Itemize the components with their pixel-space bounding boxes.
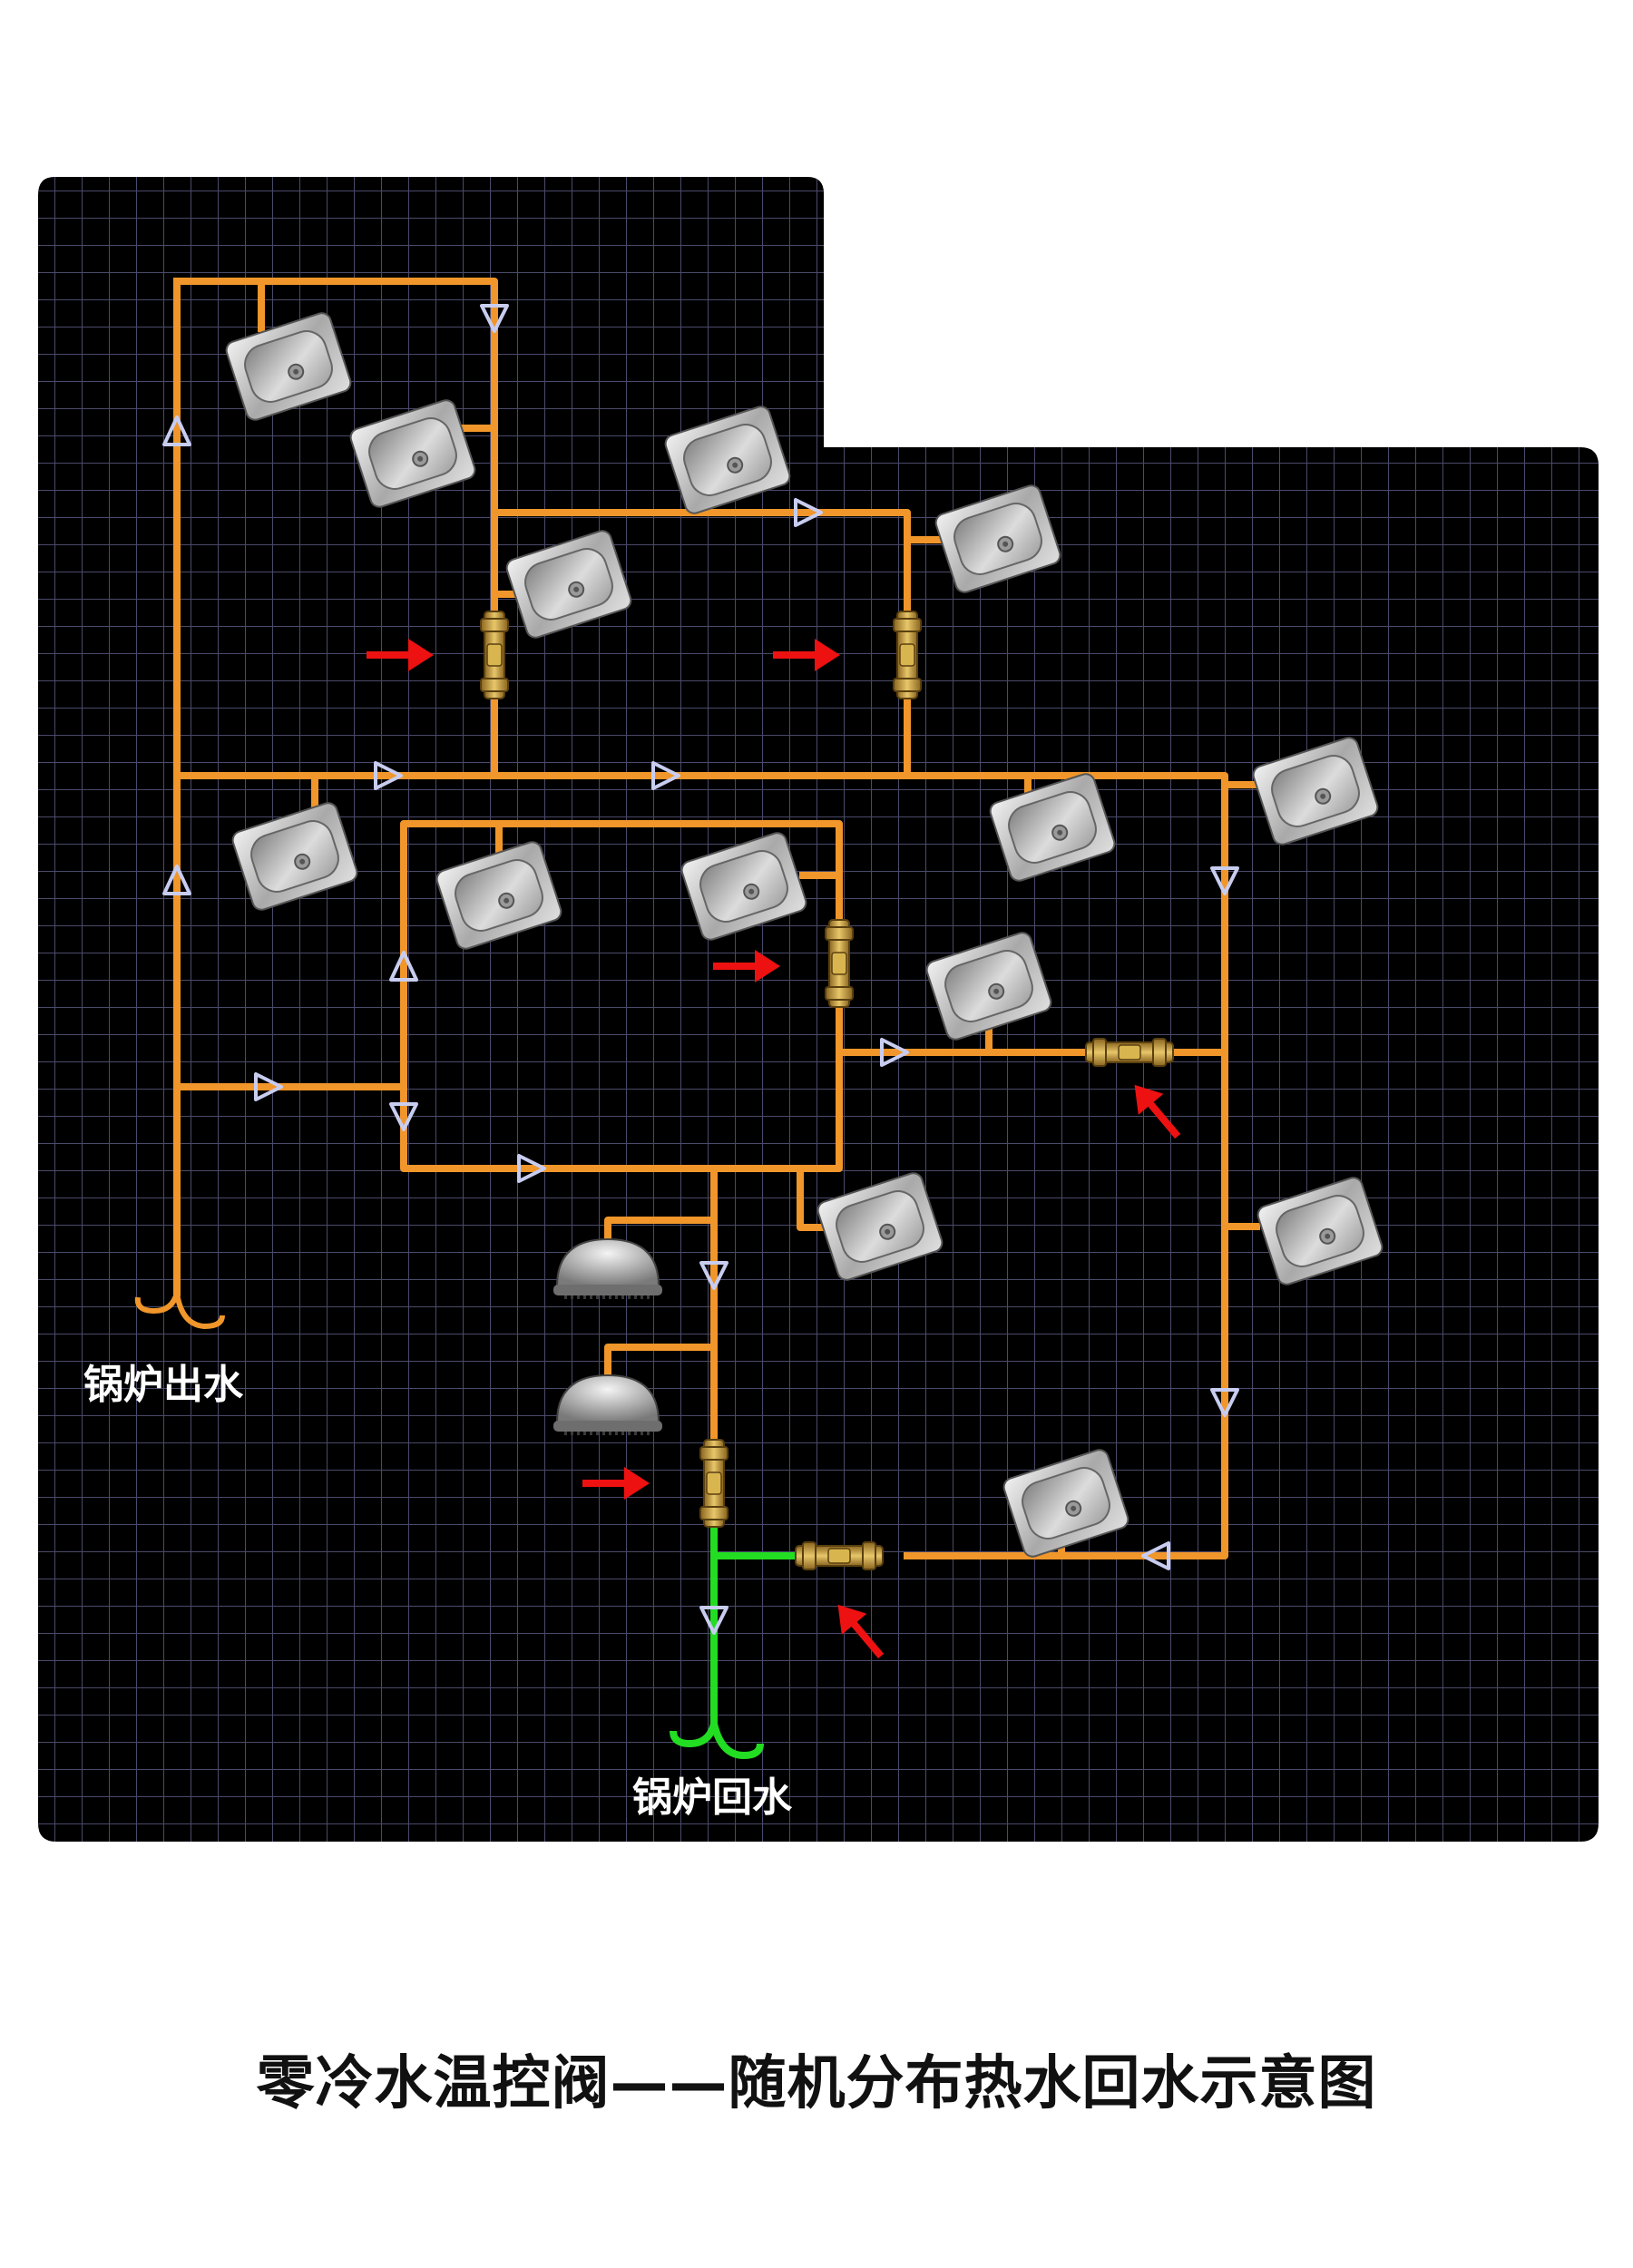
- thermostatic-valve-icon: [825, 919, 854, 1008]
- flow-arrow-up: [162, 415, 191, 446]
- flow-arrows: [162, 304, 1239, 1635]
- flow-arrow-right: [794, 498, 823, 527]
- flow-arrow-down: [699, 1606, 728, 1635]
- thermostatic-valve-icon: [1085, 1038, 1174, 1067]
- boiler-outlet-label: 锅炉出水: [83, 1362, 243, 1408]
- thermostatic-valve-icon: [480, 611, 509, 699]
- flow-arrow-down: [1210, 866, 1239, 895]
- flow-arrow-left: [1141, 1541, 1170, 1570]
- boiler-return-label: 锅炉回水: [632, 1774, 792, 1821]
- flow-arrow-down: [699, 1261, 728, 1290]
- thermostatic-valve-icon: [795, 1541, 884, 1570]
- flow-arrow-right: [517, 1154, 546, 1183]
- flow-arrow-right: [651, 761, 680, 790]
- flow-arrow-right: [374, 761, 403, 790]
- boiler-outlet-pipe-end: [134, 1292, 225, 1330]
- flow-arrow-right: [880, 1038, 909, 1067]
- thermostatic-valve-icon: [699, 1439, 728, 1528]
- thermostatic-valve-icon: [893, 611, 922, 699]
- flow-arrow-down: [389, 1102, 418, 1131]
- flow-arrow-down: [480, 304, 509, 333]
- flow-arrow-down: [1210, 1388, 1239, 1417]
- grid-background: [38, 177, 1599, 1842]
- page-caption: 零冷水温控阀——随机分布热水回水示意图: [256, 2050, 1377, 2117]
- flow-arrow-up: [162, 865, 191, 895]
- flow-arrow-right: [254, 1072, 283, 1101]
- flow-arrow-up: [389, 951, 418, 982]
